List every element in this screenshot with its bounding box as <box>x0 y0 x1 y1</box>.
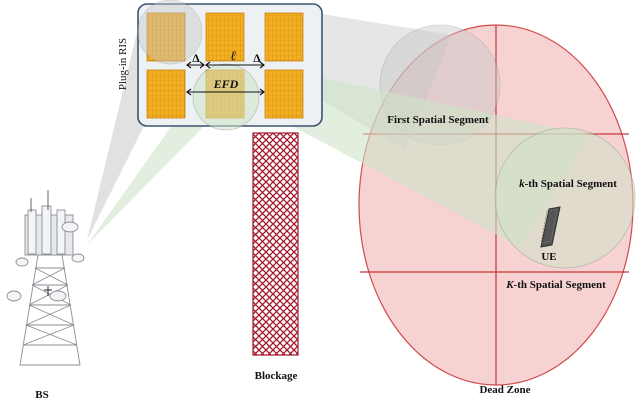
blockage-label: Blockage <box>255 370 298 382</box>
bs-tower-icon <box>6 190 85 366</box>
delta-left-label: Δ <box>192 51 200 65</box>
ris-spot-gray <box>137 0 203 65</box>
ue-label: UE <box>541 251 556 263</box>
ris-tile-4 <box>146 69 186 119</box>
delta-right-label: Δ <box>253 51 261 65</box>
Kth-segment-label: K-th Spatial Segment <box>505 279 606 291</box>
blockage-wall <box>252 132 299 356</box>
ris-tile-2 <box>205 12 245 62</box>
ris-tile-6 <box>264 69 304 119</box>
ris-tile-3 <box>264 12 304 62</box>
first-segment-label: First Spatial Segment <box>387 114 489 126</box>
efd-label: EFD <box>213 77 239 91</box>
ris-spot-green <box>192 63 260 131</box>
beam-green-bs-ris <box>87 100 210 245</box>
kth-segment-label: k-th Spatial Segment <box>519 178 617 190</box>
ris-tile-1 <box>146 12 186 62</box>
ell-label: ℓ <box>230 48 236 63</box>
ris-dimension-arrows <box>186 61 265 96</box>
ue-device-icon <box>540 206 561 248</box>
kth-segment-spot <box>494 127 636 269</box>
plugin-ris: Δ ℓ Δ EFD <box>137 0 323 131</box>
beam-gray-bs-ris <box>87 20 148 240</box>
dead-zone-label: Dead Zone <box>479 384 530 396</box>
plugin-ris-label: Plug-in RIS <box>117 38 129 90</box>
bs-label: BS <box>35 389 48 401</box>
